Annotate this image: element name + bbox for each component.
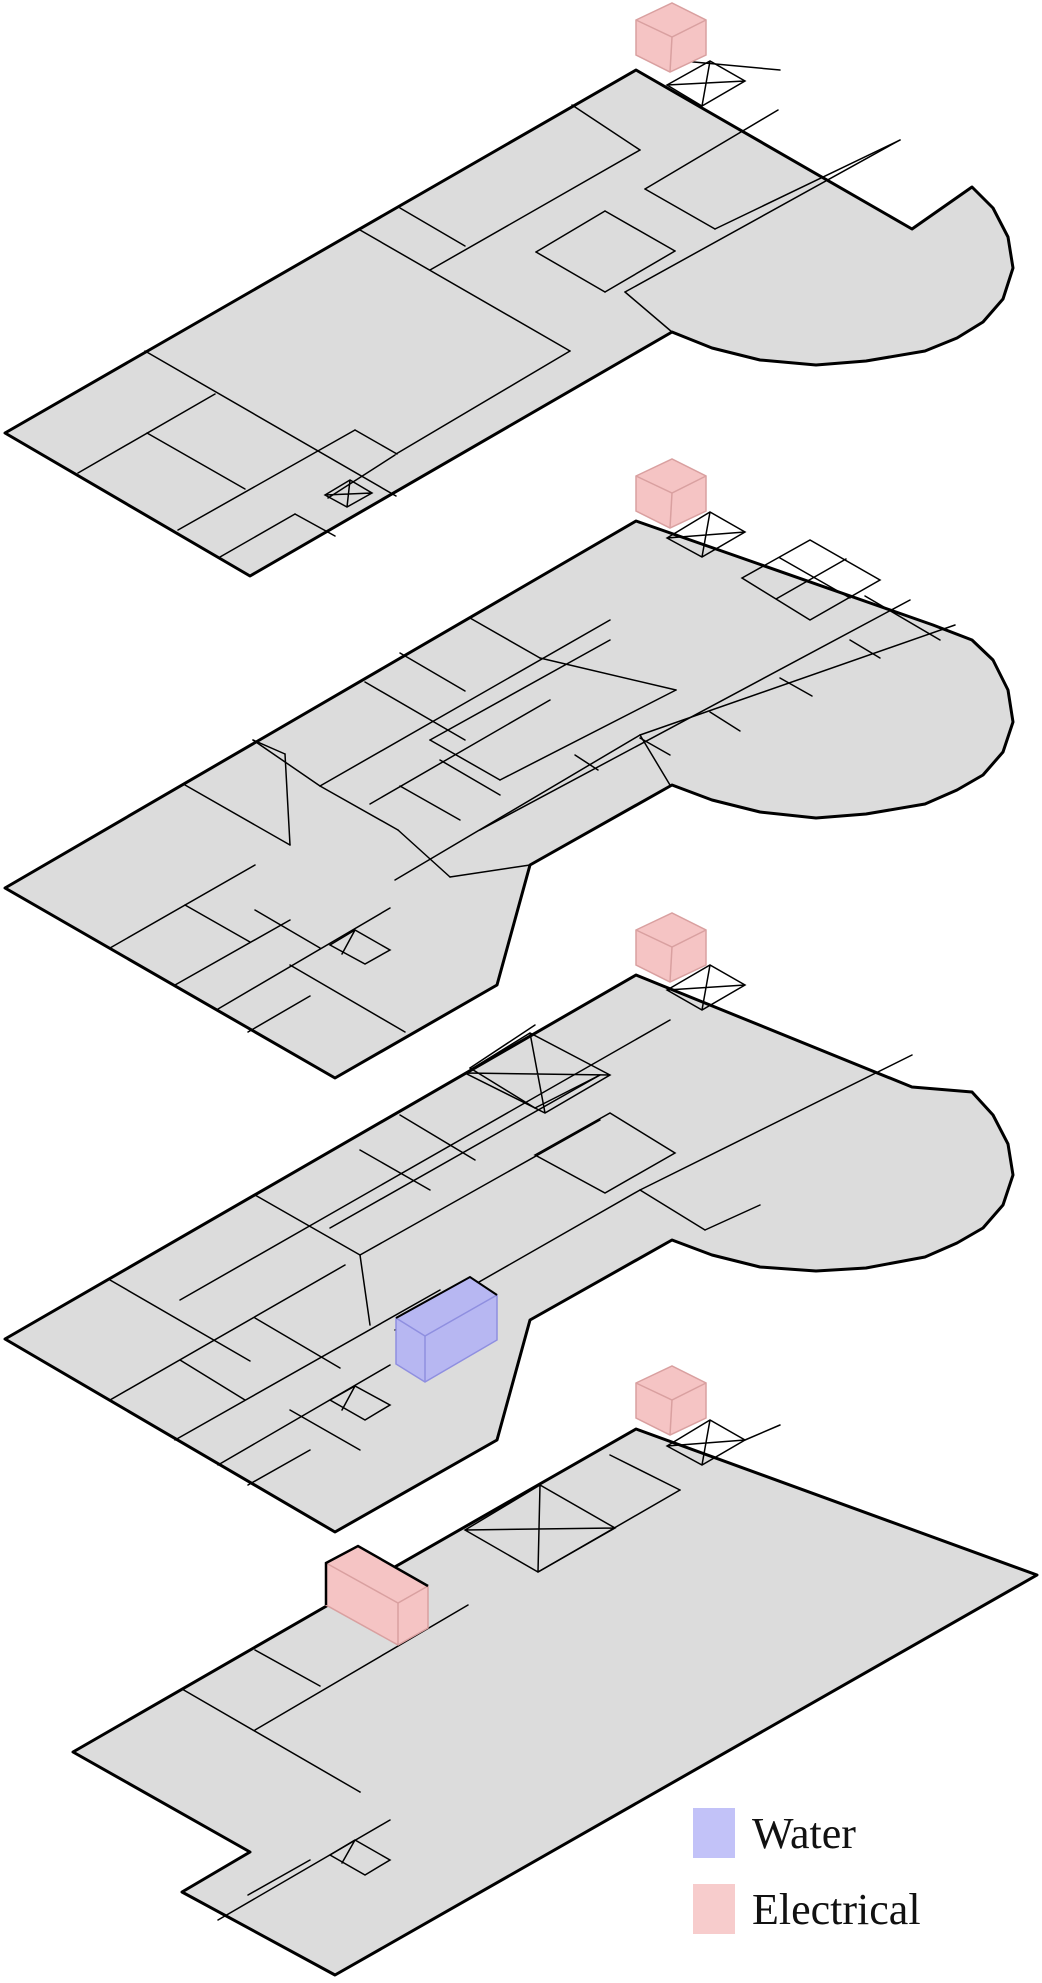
floor-4-walls xyxy=(77,59,901,558)
floor-2-slab xyxy=(3,973,1015,1534)
legend-item-electrical: Electrical xyxy=(693,1884,921,1934)
floor-3-walls xyxy=(109,511,956,1033)
floor-4-stair-top xyxy=(665,60,747,107)
floor-3-bathroom-block xyxy=(740,539,882,621)
legend-label-electrical: Electrical xyxy=(752,1885,921,1934)
floor-3-stair-top xyxy=(665,511,747,558)
floor-4-slab xyxy=(3,68,1015,578)
floor-2-stair-bottom xyxy=(328,1385,392,1421)
floor-3-slab xyxy=(3,519,1015,1080)
floor-2-plan xyxy=(3,912,1015,1534)
floor-2-water-shaft xyxy=(395,1275,498,1383)
legend-swatch-water xyxy=(693,1808,735,1858)
floor-4-electrical-shaft xyxy=(635,2,707,73)
floor-2-stair-top xyxy=(665,964,747,1011)
floor-4-stair-bottom xyxy=(323,479,374,508)
floor-4-plan xyxy=(3,2,1015,578)
floor-3-stair-bottom xyxy=(328,929,392,965)
legend-swatch-electrical xyxy=(693,1884,735,1934)
floor-2-stair-large xyxy=(463,1032,612,1114)
floor-3-electrical-shaft xyxy=(635,458,707,529)
legend: Water Electrical xyxy=(693,1808,921,1934)
floor-1-electrical-shaft-b xyxy=(324,1544,429,1646)
legend-item-water: Water xyxy=(693,1808,856,1858)
floor-1-stair-bottom xyxy=(328,1839,392,1876)
floor-1-electrical-shaft-a xyxy=(635,1365,707,1436)
floor-3-plan xyxy=(3,458,1015,1080)
legend-label-water: Water xyxy=(752,1809,856,1858)
floor-1-plan xyxy=(71,1365,1039,1977)
floor-2-walls xyxy=(109,964,913,1486)
floor-2-bathroom-block xyxy=(533,1112,677,1194)
floor-1-walls xyxy=(181,1419,781,1921)
floor-2-electrical-shaft xyxy=(635,912,707,983)
